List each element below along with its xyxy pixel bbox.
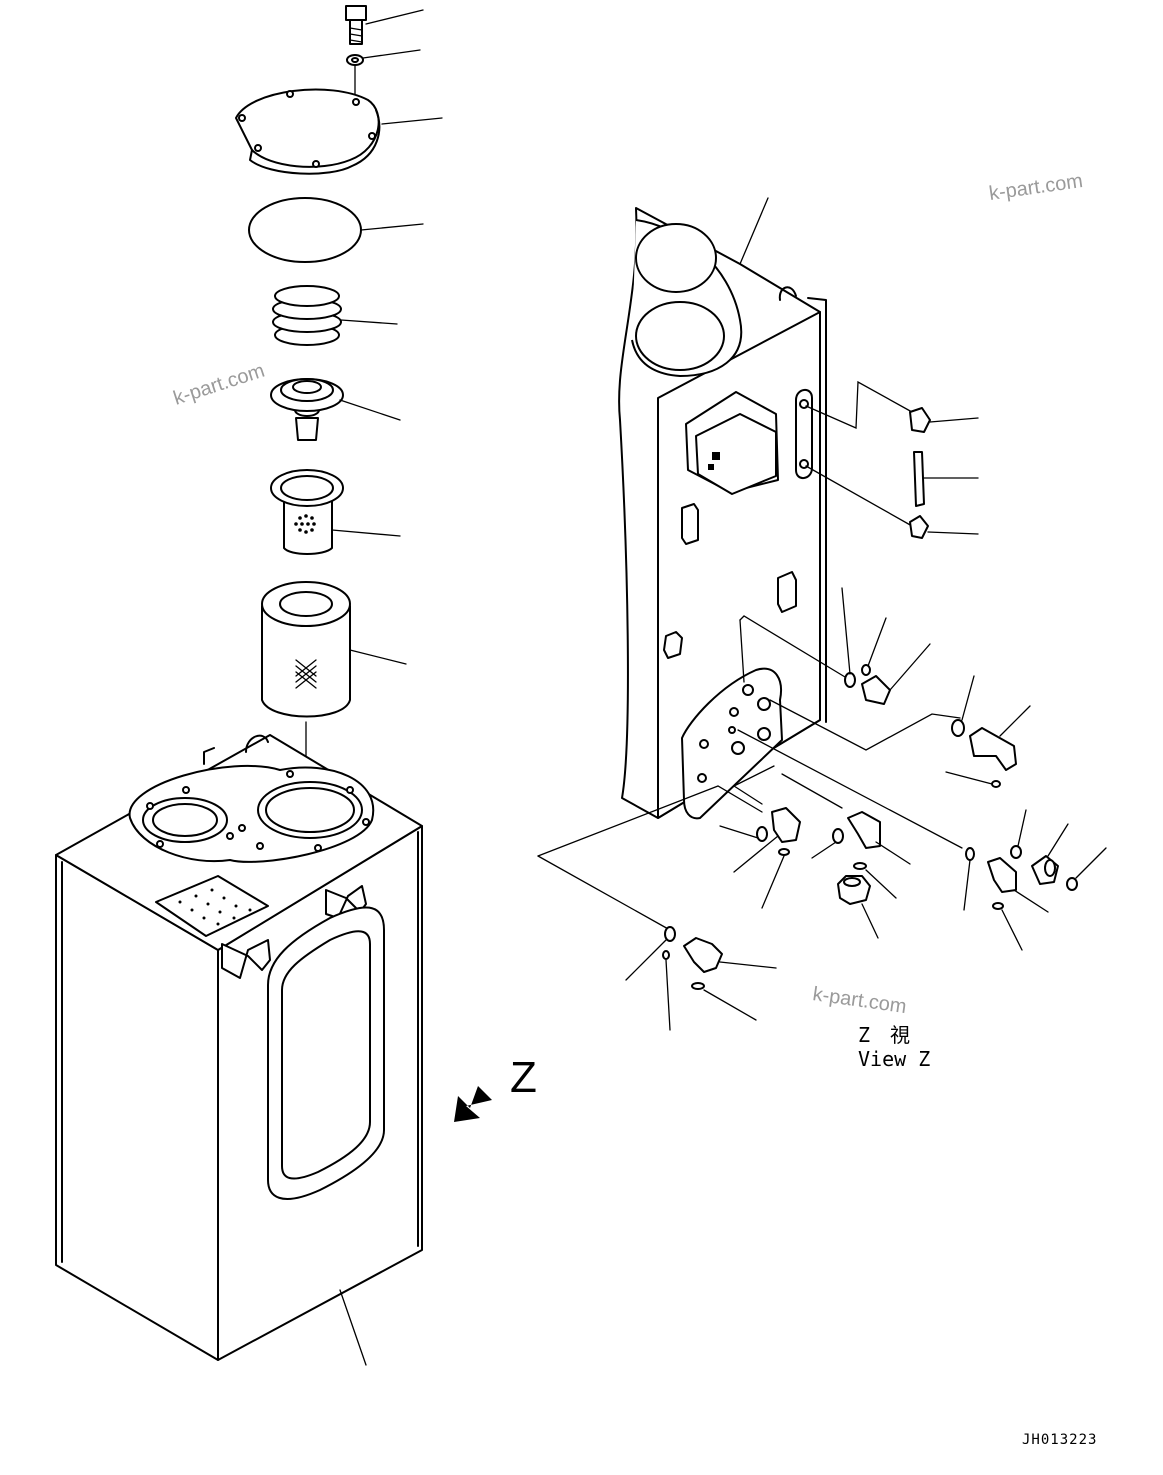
tank-hook-top: [245, 734, 269, 753]
tank-side-bracket-1: [221, 939, 271, 979]
spring-part: [272, 285, 398, 346]
watermark-center: k-part.com: [811, 983, 908, 1018]
oring-12: [1066, 877, 1078, 891]
fitting-adapter: [1031, 823, 1069, 885]
oring-15: [691, 982, 705, 990]
drawing-code: JH013223: [1022, 1432, 1097, 1448]
fitting-tube: [913, 451, 979, 507]
bolt-part: [345, 5, 424, 45]
fitting-elbow-lower-2: [847, 811, 911, 865]
view-z-indicator: Z: [454, 1053, 537, 1122]
view-z-block-1: [681, 503, 699, 545]
watermark-top-right: k-part.com: [988, 170, 1085, 205]
view-z-block-2: [777, 571, 797, 613]
fitting-elbow-long: [969, 705, 1031, 771]
view-z-label-jp: Z 視: [858, 1023, 910, 1047]
oring-11: [992, 902, 1004, 910]
oring-9: [965, 847, 975, 861]
oring-13: [664, 926, 676, 942]
strainer-mesh: [294, 514, 316, 534]
oring-1: [844, 672, 856, 688]
fitting-elbow-lower-1: [733, 807, 801, 873]
gasket-part: [248, 197, 424, 263]
view-z-label-en: View Z: [858, 1047, 930, 1071]
filter-stack: [235, 5, 443, 801]
oring-2: [861, 664, 871, 676]
tank-hook-left: [203, 747, 215, 765]
fitting-elbow-bottom: [909, 515, 979, 539]
fitting-tee-bottom: [683, 937, 777, 973]
tank-top-flange: [128, 764, 375, 863]
oring-7: [832, 828, 844, 844]
view-z-junction-box: [685, 391, 779, 495]
view-z-block-3: [663, 631, 683, 659]
arrow-down-left-icon: [454, 1086, 492, 1122]
element-mesh: [295, 659, 317, 689]
tank-sight-window: [267, 906, 385, 1200]
tank-tread-plate: [155, 875, 269, 937]
oring-4: [991, 780, 1001, 788]
fitting-straight-1: [861, 643, 931, 705]
washer-part: [346, 49, 421, 101]
oring-6: [778, 848, 790, 856]
view-z-slot: [795, 389, 813, 479]
hydraulic-tank: [55, 734, 423, 1366]
oring-14: [662, 950, 670, 960]
view-z-port-plate: [681, 667, 783, 820]
view-direction-letter: Z: [510, 1053, 537, 1102]
watermark-left: k-part.com: [171, 360, 268, 410]
oring-3: [951, 719, 965, 737]
view-z-assembly: Z 視 View Z: [537, 197, 1107, 1071]
oring-5: [756, 826, 768, 842]
valve-part: [270, 378, 401, 441]
fitting-elbow-top: [909, 407, 979, 433]
strainer-part: [270, 469, 401, 555]
filter-element-part: [261, 581, 407, 801]
oring-10: [1010, 845, 1022, 859]
cover-plate: [235, 88, 443, 175]
fitting-tee: [987, 857, 1049, 913]
oring-8: [853, 862, 867, 870]
tank-side-bracket-2: [325, 885, 367, 919]
fitting-nut: [837, 875, 879, 939]
